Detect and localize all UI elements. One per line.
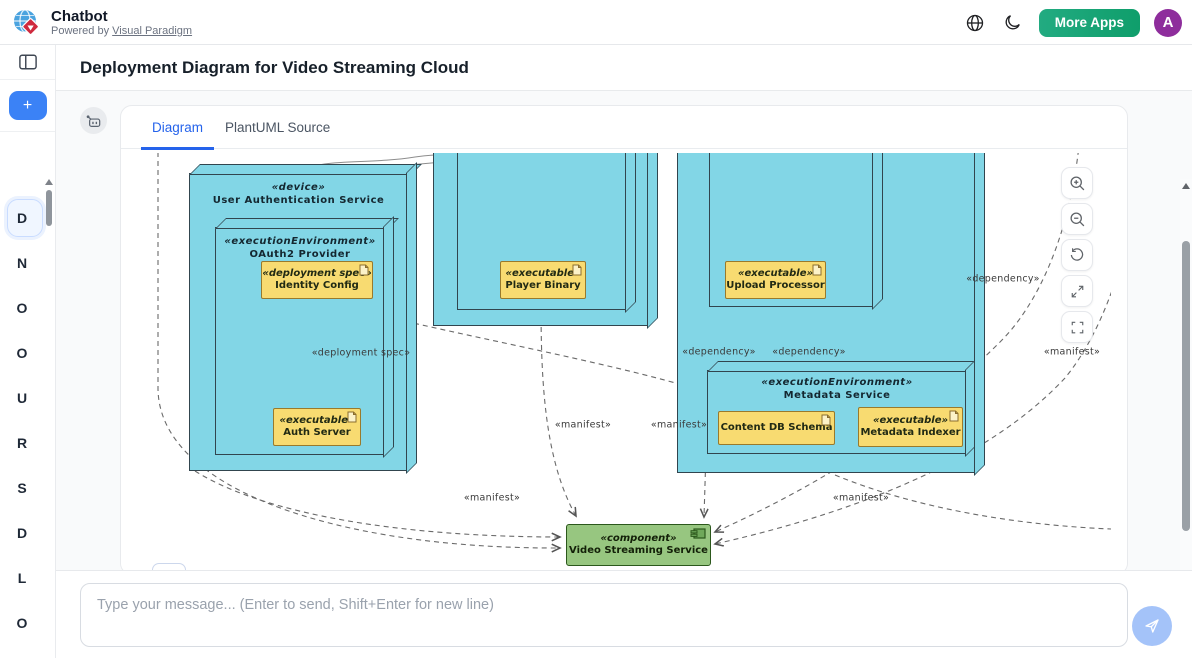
reset-icon (1070, 248, 1084, 261)
component-video-streaming-service: «component» Video Streaming Service (566, 524, 711, 566)
visual-paradigm-link[interactable]: Visual Paradigm (112, 24, 193, 37)
edge-label: «manifest» (463, 492, 521, 504)
document-icon (347, 411, 357, 423)
moon-icon (1005, 15, 1021, 30)
node-upload: «executable» Upload Processor «execution… (677, 153, 976, 473)
fullscreen-button[interactable] (1061, 311, 1093, 343)
robot-icon (86, 114, 101, 127)
dark-mode-button[interactable] (1001, 11, 1025, 35)
artifact-identity-config: «deployment spec» Identity Config (261, 261, 373, 299)
panel-toggle-icon (18, 54, 37, 70)
artifact-player-binary: «executable» Player Binary (500, 261, 586, 299)
artifact-upload-processor: «executable» Upload Processor (725, 261, 826, 299)
node-title: «executionEnvironment» Metadata Service (761, 377, 913, 401)
scroll-up-icon[interactable] (45, 179, 53, 185)
new-chat-button[interactable]: + (8, 91, 47, 120)
scroll-up-icon[interactable] (1182, 183, 1190, 189)
visual-paradigm-logo-icon (12, 8, 42, 38)
diagram-viewport[interactable]: «device» User Authentication Service «ex… (121, 153, 1127, 570)
zoom-in-button[interactable] (1061, 167, 1093, 199)
node-metadata-service: «executionEnvironment» Metadata Service … (707, 370, 967, 454)
send-button[interactable] (1132, 606, 1172, 646)
tab-diagram[interactable]: Diagram (141, 106, 215, 150)
node-user-authentication-service: «device» User Authentication Service «ex… (189, 173, 408, 471)
chat-list-item[interactable]: L (17, 569, 27, 586)
title-bar: Deployment Diagram for Video Streaming C… (56, 45, 1192, 91)
document-icon (949, 410, 959, 422)
zoom-in-icon (1069, 175, 1084, 190)
node-oauth2-provider: «executionEnvironment» OAuth2 Provider «… (215, 227, 385, 455)
document-icon (821, 414, 831, 426)
page-title: Deployment Diagram for Video Streaming C… (80, 57, 469, 77)
user-avatar[interactable]: A (1154, 8, 1182, 37)
component-icon (690, 528, 706, 539)
edge-label: «dependency» (682, 346, 756, 358)
chat-list-item[interactable]: D (16, 524, 28, 541)
chat-list-item[interactable]: C (0, 645, 44, 658)
chat-list-item[interactable]: R (16, 434, 28, 451)
chat-list-item[interactable]: D (0, 195, 44, 240)
expand-button[interactable] (1061, 275, 1093, 307)
sidebar-toggle-button[interactable] (16, 50, 40, 74)
node-upload-inner: «executable» Upload Processor (709, 153, 874, 307)
edge-label: «manifest» (650, 419, 708, 431)
edge-label: «manifest» (554, 419, 612, 431)
zoom-controls (1061, 167, 1093, 343)
app-title: Chatbot (51, 7, 108, 25)
fullscreen-icon (1071, 321, 1083, 333)
chat-area: Diagram PlantUML Source (56, 91, 1192, 570)
artifact-metadata-indexer: «executable» Metadata Indexer (858, 407, 963, 447)
expand-icon (1071, 285, 1083, 297)
document-icon (572, 264, 582, 276)
powered-by: Powered by Visual Paradigm (51, 24, 193, 37)
message-action-button[interactable] (152, 563, 186, 570)
zoom-out-icon (1069, 211, 1084, 226)
sidebar: + D N O O U R S D L O C (0, 45, 56, 658)
artifact-auth-server: «executable» Auth Server (273, 408, 361, 446)
chat-list-item[interactable]: U (16, 389, 28, 406)
chat-list-item[interactable]: O (16, 614, 28, 631)
chat-list-item[interactable]: O (16, 344, 28, 361)
node-title: «device» User Authentication Service (212, 182, 385, 206)
brand: Chatbot Powered by Visual Paradigm (12, 8, 192, 38)
message-input[interactable] (80, 583, 1128, 647)
globe-icon (966, 14, 983, 31)
diagram-canvas: «device» User Authentication Service «ex… (135, 153, 1111, 570)
scrollbar-thumb[interactable] (46, 190, 52, 226)
top-actions: More Apps A (963, 0, 1182, 45)
chat-list-item[interactable]: S (17, 479, 27, 496)
message-input-panel (56, 570, 1192, 658)
tab-bar: Diagram PlantUML Source (121, 106, 1127, 150)
paper-plane-icon (1145, 619, 1159, 633)
top-bar: Chatbot Powered by Visual Paradigm More … (0, 0, 1192, 45)
diagram-card: Diagram PlantUML Source (120, 105, 1128, 570)
reset-view-button[interactable] (1061, 239, 1093, 271)
node-title: «executionEnvironment» OAuth2 Provider (224, 236, 376, 260)
document-icon (359, 264, 369, 276)
chat-list: D N O O U R S D L O C (0, 195, 44, 658)
sidebar-scrollbar[interactable] (44, 177, 54, 658)
artifact-content-db-schema: Content DB Schema (718, 411, 835, 445)
tab-plantuml-source[interactable]: PlantUML Source (225, 119, 331, 135)
bot-avatar (80, 107, 107, 134)
chat-list-item[interactable]: N (16, 254, 28, 271)
sidebar-header (0, 45, 55, 80)
more-apps-button[interactable]: More Apps (1038, 8, 1140, 37)
edge-label: «manifest» (1043, 346, 1101, 358)
edge-label: «deployment spec» (311, 347, 411, 359)
edge-label: «manifest» (832, 492, 890, 504)
language-globe-button[interactable] (963, 11, 987, 35)
scrollbar-thumb[interactable] (1182, 241, 1190, 531)
node-player: «executable» Player Binary (433, 153, 649, 326)
edge-label: «dependency» (966, 273, 1040, 285)
document-icon (812, 264, 822, 276)
chat-list-item[interactable]: O (16, 299, 28, 316)
edge-label: «dependency» (772, 346, 846, 358)
new-chat-section: + (0, 80, 55, 132)
page-scrollbar[interactable] (1180, 179, 1192, 570)
brand-text: Chatbot Powered by Visual Paradigm (51, 7, 193, 38)
node-player-inner: «executable» Player Binary (457, 153, 627, 310)
zoom-out-button[interactable] (1061, 203, 1093, 235)
